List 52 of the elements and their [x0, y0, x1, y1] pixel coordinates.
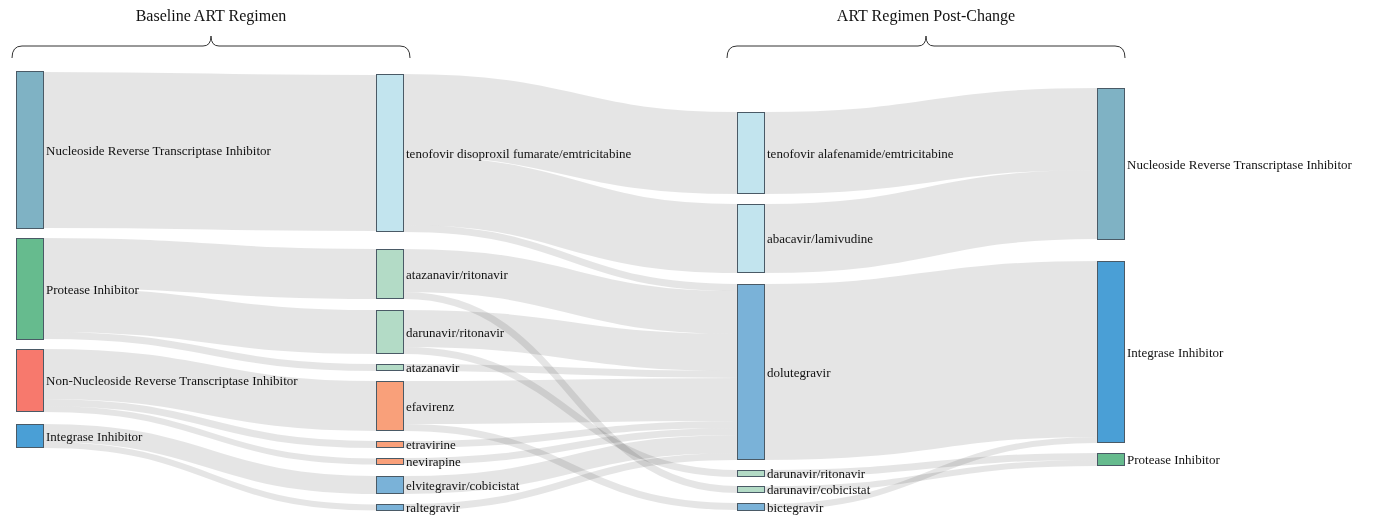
node-label: elvitegravir/cobicistat [406, 477, 520, 493]
flow-band [403, 292, 738, 493]
node-label: Integrase Inhibitor [1127, 344, 1224, 360]
flow-band [403, 428, 738, 465]
node-label: raltegravir [406, 500, 461, 515]
flow-band [764, 88, 1098, 194]
flow-band [403, 249, 738, 334]
flow-band [403, 310, 738, 371]
column-heading: ART Regimen Post-Change [836, 6, 1016, 27]
flow-band [403, 435, 738, 494]
flow-band [403, 347, 738, 477]
node-label: tenofovir disoproxil fumarate/emtricitabine [406, 145, 632, 161]
node-label: bictegravir [767, 499, 824, 515]
node-label: abacavir/lamivudine [767, 231, 874, 246]
node-label: Protease Inhibitor [1127, 452, 1220, 467]
node-label: Nucleoside Reverse Transcriptase Inhibitor [46, 142, 271, 158]
node-label: etravirine [406, 437, 456, 452]
node-label: Integrase Inhibitor [46, 428, 143, 444]
node-label: Nucleoside Reverse Transcriptase Inhibitor [1127, 156, 1352, 172]
node-label: tenofovir alafenamide/emtricitabine [767, 145, 954, 161]
node-label: darunavir/cobicistat [767, 482, 871, 497]
flow-band [43, 406, 377, 465]
flow-band [403, 453, 738, 511]
flow-band [404, 364, 737, 378]
flow-band [403, 421, 738, 448]
flow-band [43, 72, 377, 231]
flow-band [43, 399, 377, 448]
node-label: efavirenz [406, 398, 455, 414]
node-label: Protease Inhibitor [46, 281, 139, 297]
flow-band [764, 460, 1098, 493]
flow-band [403, 225, 738, 291]
flow-band [43, 442, 377, 511]
column-heading: Baseline ART Regimen [135, 6, 287, 27]
flow-band [764, 437, 1098, 510]
node-label: atazanavir/ritonavir [406, 266, 508, 282]
flow-band [43, 349, 377, 431]
node-label: darunavir/ritonavir [767, 466, 866, 481]
flow-band [764, 453, 1098, 477]
flow-band [764, 170, 1098, 273]
flow-band [43, 238, 377, 299]
node-label: nevirapine [406, 454, 461, 469]
flow-band [403, 378, 738, 424]
flow-band [43, 332, 377, 371]
node-label: darunavir/ritonavir [406, 324, 505, 340]
flow-band [403, 74, 738, 194]
flow-band [43, 288, 377, 354]
flow-band [403, 156, 738, 273]
flow-band [43, 424, 377, 494]
node-label: atazanavir [406, 360, 460, 375]
node-label: dolutegravir [767, 364, 831, 380]
node-label: Non-Nucleoside Reverse Transcriptase Inhibitor [46, 373, 298, 388]
flow-band [403, 424, 738, 510]
